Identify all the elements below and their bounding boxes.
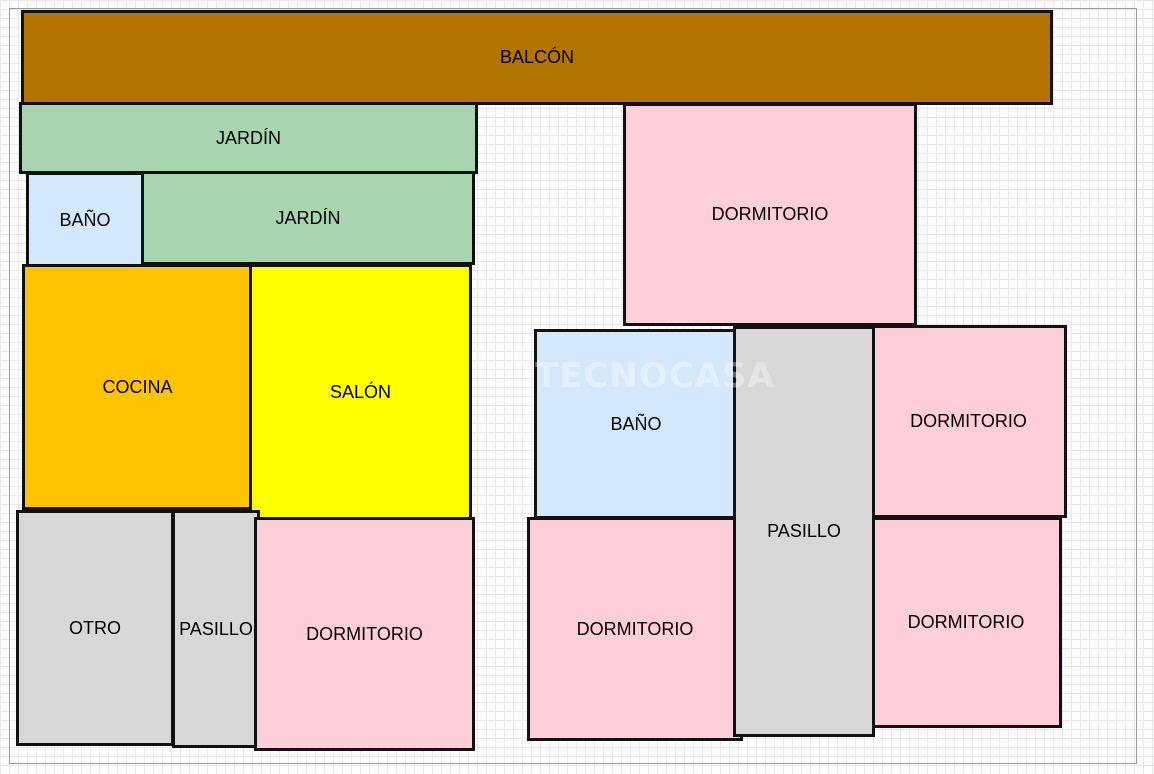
room-bano-2: BAÑO bbox=[534, 329, 738, 519]
room-label-dormitorio-5: DORMITORIO bbox=[907, 612, 1025, 632]
room-label-dormitorio-2: DORMITORIO bbox=[711, 204, 829, 224]
room-bano-1: BAÑO bbox=[26, 172, 144, 268]
room-dormitorio-4: DORMITORIO bbox=[527, 517, 743, 741]
room-label-balcon: BALCÓN bbox=[499, 47, 575, 67]
room-jardin-1: JARDÍN bbox=[19, 102, 478, 174]
room-otro: OTRO bbox=[16, 510, 174, 746]
room-dormitorio-5: DORMITORIO bbox=[870, 517, 1062, 728]
room-label-dormitorio-4: DORMITORIO bbox=[576, 618, 694, 639]
room-label-cocina: COCINA bbox=[102, 376, 173, 397]
room-pasillo-1: PASILLO bbox=[172, 510, 260, 748]
room-label-pasillo-1: PASILLO bbox=[179, 618, 253, 639]
room-label-bano-2: BAÑO bbox=[610, 413, 662, 434]
room-salon: SALÓN bbox=[249, 264, 472, 520]
room-label-pasillo-2: PASILLO bbox=[767, 521, 841, 541]
room-dormitorio-2: DORMITORIO bbox=[623, 103, 917, 326]
room-cocina: COCINA bbox=[22, 264, 253, 510]
room-pasillo-2: PASILLO bbox=[733, 326, 875, 737]
room-label-dormitorio-3: DORMITORIO bbox=[910, 411, 1027, 431]
room-balcon: BALCÓN bbox=[21, 10, 1053, 105]
room-label-otro: OTRO bbox=[69, 617, 121, 638]
room-dormitorio-1: DORMITORIO bbox=[254, 517, 475, 751]
room-jardin-2: JARDÍN bbox=[141, 171, 475, 265]
room-label-bano-1: BAÑO bbox=[59, 209, 111, 230]
room-label-jardin-1: JARDÍN bbox=[215, 127, 281, 148]
room-dormitorio-3: DORMITORIO bbox=[870, 325, 1067, 518]
room-label-salon: SALÓN bbox=[329, 381, 392, 402]
room-label-dormitorio-1: DORMITORIO bbox=[306, 623, 423, 644]
room-label-jardin-2: JARDÍN bbox=[275, 207, 341, 228]
